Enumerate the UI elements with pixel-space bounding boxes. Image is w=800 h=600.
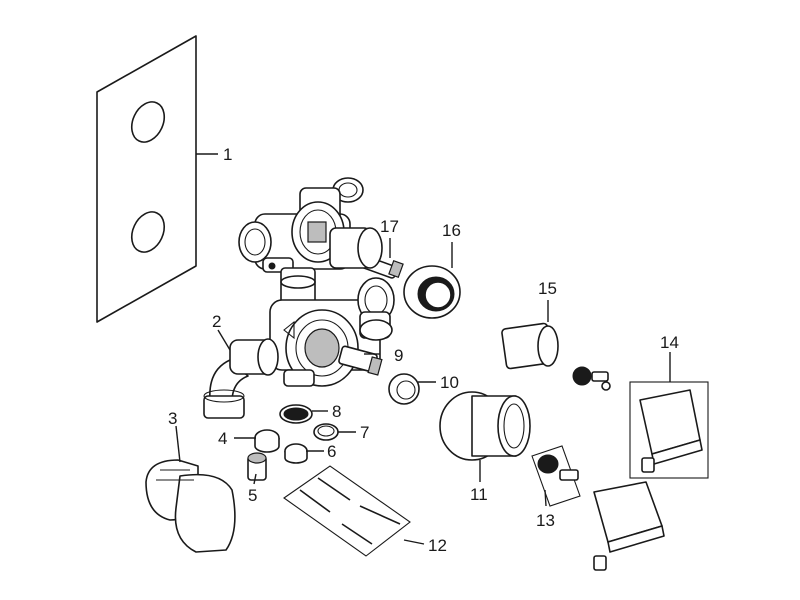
callout-14: 14 — [660, 333, 679, 352]
callout-13: 13 — [536, 511, 555, 530]
callout-1: 1 — [223, 145, 232, 164]
adapter-part — [572, 366, 611, 391]
callout-labels: 1 2 3 4 5 6 7 8 9 10 11 12 13 14 15 16 1… — [168, 145, 679, 555]
callout-10: 10 — [440, 373, 459, 392]
screws-group — [283, 465, 411, 557]
callout-4: 4 — [218, 429, 227, 448]
adapter-group — [531, 445, 581, 507]
outlet-elbow-part — [145, 459, 236, 553]
large-shroud-part — [439, 391, 531, 461]
callout-9: 9 — [394, 346, 403, 365]
upper-valve-body — [238, 177, 383, 273]
callout-6: 6 — [327, 442, 336, 461]
cartridge-part — [338, 345, 383, 376]
callout-2: 2 — [212, 312, 221, 331]
callout-5: 5 — [248, 486, 257, 505]
handle-box — [629, 381, 709, 479]
callout-8: 8 — [332, 402, 341, 421]
handle-part — [593, 481, 665, 571]
elbow-part — [203, 338, 279, 419]
seal-part — [279, 404, 313, 424]
ring-part — [388, 373, 420, 405]
washer-part — [313, 423, 339, 441]
callout-7: 7 — [360, 423, 369, 442]
shroud-part — [403, 265, 461, 319]
sleeve-part — [501, 322, 559, 370]
callout-11: 11 — [470, 485, 488, 504]
callout-12: 12 — [428, 536, 447, 555]
small-cap-part — [284, 443, 308, 464]
leader-lines — [175, 153, 671, 545]
callout-17: 17 — [380, 217, 399, 236]
callout-3: 3 — [168, 409, 177, 428]
cap-part — [254, 429, 280, 453]
callout-15: 15 — [538, 279, 557, 298]
fitting-part — [247, 452, 267, 481]
callout-16: 16 — [442, 221, 461, 240]
faceplate — [96, 35, 197, 323]
